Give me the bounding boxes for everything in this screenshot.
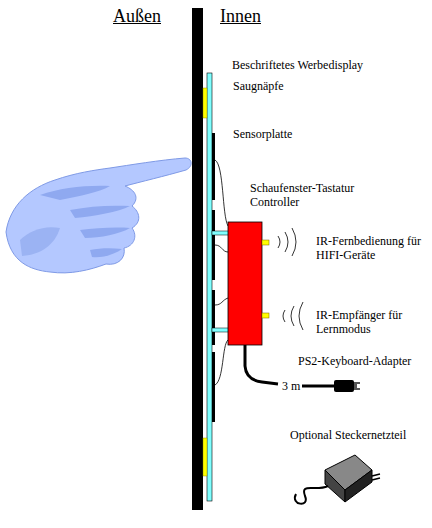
suction-cup [203,88,207,118]
keyboard-cable [302,385,334,388]
spacer [212,328,229,332]
keyboard-cable [245,345,278,384]
part-label: IR-Fernbedienung für HIFI-Geräte [316,234,422,262]
side-heading: Innen [220,6,261,26]
display-panel [207,73,212,501]
window-glass [192,8,203,510]
controller-box [228,222,262,345]
part-label: Optional Steckernetzteil [290,428,406,442]
side-heading: Außen [113,6,161,26]
part-label: Schaufenster-Tastatur Controller [250,181,380,209]
sensor-wires [215,160,228,385]
power-adapter [295,455,380,504]
part-label: Sensorplatte [233,127,292,141]
ir-waves [278,228,303,330]
ir-led [262,240,269,245]
dimension-label: 3 m [282,379,300,393]
spacer [212,231,229,235]
ps2-plug [334,380,361,392]
part-label: Beschriftetes Werbedisplay [232,58,363,72]
sensor-plates [212,133,215,422]
pointing-hand [6,158,191,273]
part-label: IR-Empfänger für Lernmodus [316,308,404,336]
suction-cup [203,438,207,476]
ir-receiver [262,313,269,318]
part-label: PS2-Keyboard-Adapter [298,354,411,368]
part-label: Saugnäpfe [233,79,284,93]
